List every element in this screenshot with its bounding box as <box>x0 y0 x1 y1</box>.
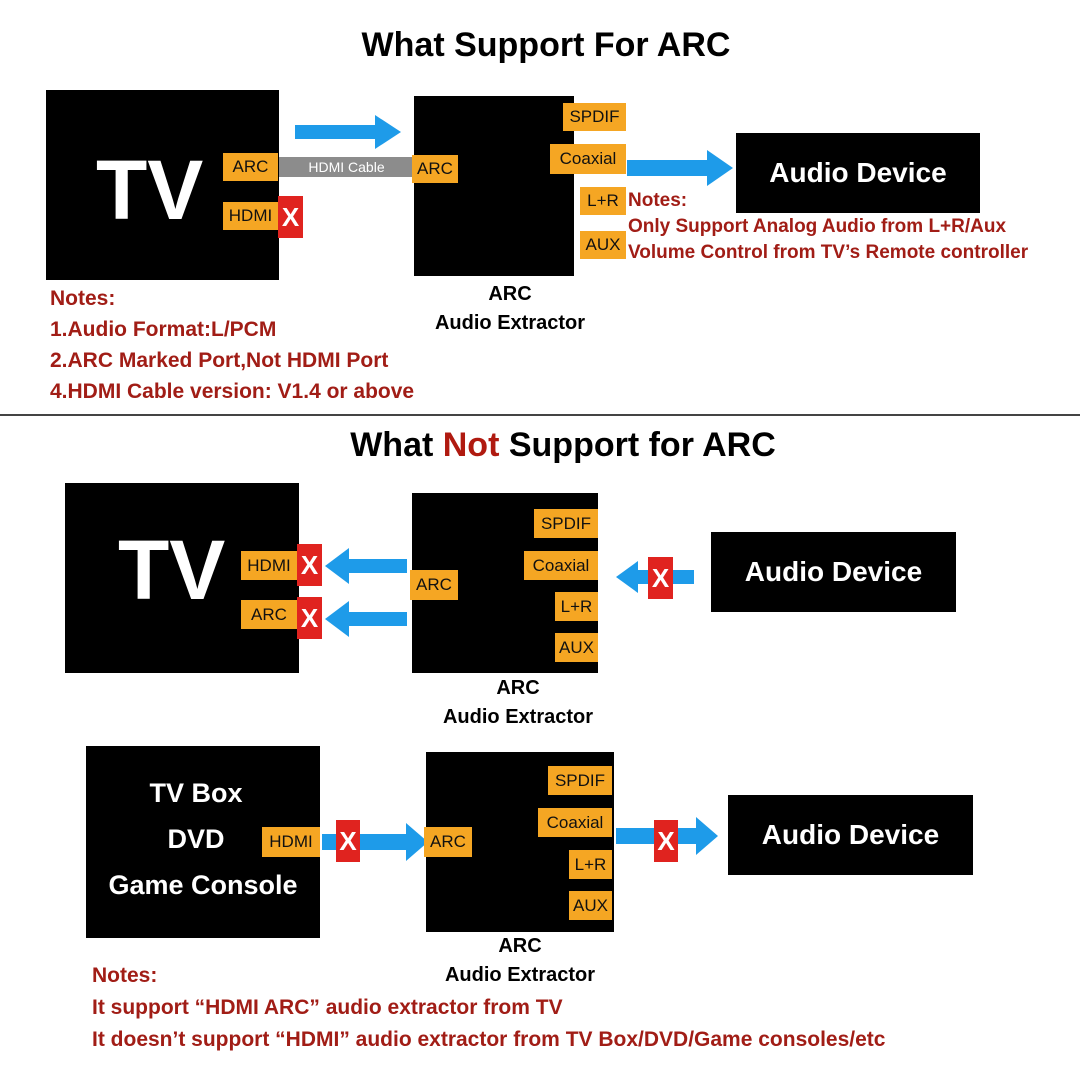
audio-extractor-box <box>414 96 574 276</box>
note-line: Only Support Analog Audio from L+R/Aux <box>628 216 1007 237</box>
left-notes: Notes: 1.Audio Format:L/PCM 2.ARC Marked… <box>50 283 414 407</box>
extractor-caption-line2: Audio Extractor <box>444 964 596 986</box>
extractor-caption-line2: Audio Extractor <box>434 312 586 334</box>
right-notes: Notes: Only Support Analog Audio from L+… <box>628 188 1028 266</box>
tv-arc-port: ARC <box>223 153 278 181</box>
notes-heading: Notes: <box>628 190 688 211</box>
title-emphasis: Not <box>442 426 500 464</box>
blocked-x-icon: X <box>278 196 303 238</box>
section-title-not-supported: What Not Support for ARC <box>0 426 1080 465</box>
blocked-x-icon: X <box>297 544 322 586</box>
arrow-right-icon <box>295 115 401 149</box>
audio-device-box: Audio Device <box>711 532 956 612</box>
source-hdmi-port: HDMI <box>262 827 320 857</box>
section-divider <box>0 414 1080 416</box>
blocked-x-icon: X <box>654 820 678 862</box>
extractor-aux-port: AUX <box>555 633 598 662</box>
extractor-spdif-port: SPDIF <box>563 103 626 131</box>
extractor-coaxial-port: Coaxial <box>550 144 626 174</box>
extractor-caption-line1: ARC <box>496 677 540 699</box>
extractor-arc-port: ARC <box>412 155 458 183</box>
extractor-caption: ARC Audio Extractor <box>418 674 618 732</box>
extractor-lr-port: L+R <box>569 850 612 879</box>
note-line: It support “HDMI ARC” audio extractor fr… <box>92 996 563 1019</box>
extractor-arc-port: ARC <box>424 827 472 857</box>
source-device-labels: TV Box DVD Game Console <box>86 770 320 908</box>
note-line: It doesn’t support “HDMI” audio extracto… <box>92 1028 886 1051</box>
section-title-supported: What Support For ARC <box>361 26 731 64</box>
tv-hdmi-port: HDMI <box>223 202 278 230</box>
audio-device-label: Audio Device <box>761 819 940 850</box>
note-line: Volume Control from TV’s Remote controll… <box>628 242 1029 263</box>
extractor-caption-line2: Audio Extractor <box>442 706 594 728</box>
hdmi-cable: HDMI Cable <box>279 157 414 177</box>
tv-arc-port: ARC <box>241 600 297 629</box>
tv-label: TV <box>96 143 204 237</box>
arrow-right-icon <box>627 150 733 186</box>
note-line: 4.HDMI Cable version: V1.4 or above <box>50 380 415 403</box>
extractor-lr-port: L+R <box>580 187 626 215</box>
extractor-caption: ARC Audio Extractor <box>420 932 620 990</box>
note-line: 1.Audio Format:L/PCM <box>50 318 277 341</box>
source-label-dvd: DVD <box>167 824 225 854</box>
extractor-caption: ARC Audio Extractor <box>410 280 610 338</box>
arrow-left-icon <box>325 548 407 584</box>
extractor-spdif-port: SPDIF <box>548 766 612 795</box>
title-post: Support for ARC <box>499 426 776 464</box>
extractor-lr-port: L+R <box>555 592 598 621</box>
note-line: 2.ARC Marked Port,Not HDMI Port <box>50 349 389 372</box>
blocked-x-icon: X <box>648 557 673 599</box>
extractor-caption-line1: ARC <box>498 935 542 957</box>
extractor-coaxial-port: Coaxial <box>538 808 612 837</box>
extractor-arc-port: ARC <box>410 570 458 600</box>
bottom-notes: Notes: It support “HDMI ARC” audio extra… <box>92 960 885 1056</box>
extractor-aux-port: AUX <box>580 231 626 259</box>
extractor-aux-port: AUX <box>569 891 612 920</box>
tv-label: TV <box>118 523 226 617</box>
hdmi-cable-label: HDMI Cable <box>308 159 385 175</box>
tv-hdmi-port: HDMI <box>241 551 297 580</box>
audio-device-box: Audio Device <box>728 795 973 875</box>
extractor-coaxial-port: Coaxial <box>524 551 598 580</box>
arrow-left-icon <box>325 601 407 637</box>
audio-device-label: Audio Device <box>769 157 947 188</box>
notes-heading: Notes: <box>92 964 158 987</box>
title-pre: What <box>350 426 443 464</box>
blocked-x-icon: X <box>297 597 322 639</box>
tv-box <box>46 90 279 280</box>
source-label-tvbox: TV Box <box>149 778 243 808</box>
blocked-x-icon: X <box>336 820 360 862</box>
audio-device-box: Audio Device <box>736 133 980 213</box>
notes-heading: Notes: <box>50 287 116 310</box>
audio-device-label: Audio Device <box>744 556 923 587</box>
extractor-spdif-port: SPDIF <box>534 509 598 538</box>
source-label-console: Game Console <box>108 870 298 900</box>
extractor-caption-line1: ARC <box>488 283 532 305</box>
